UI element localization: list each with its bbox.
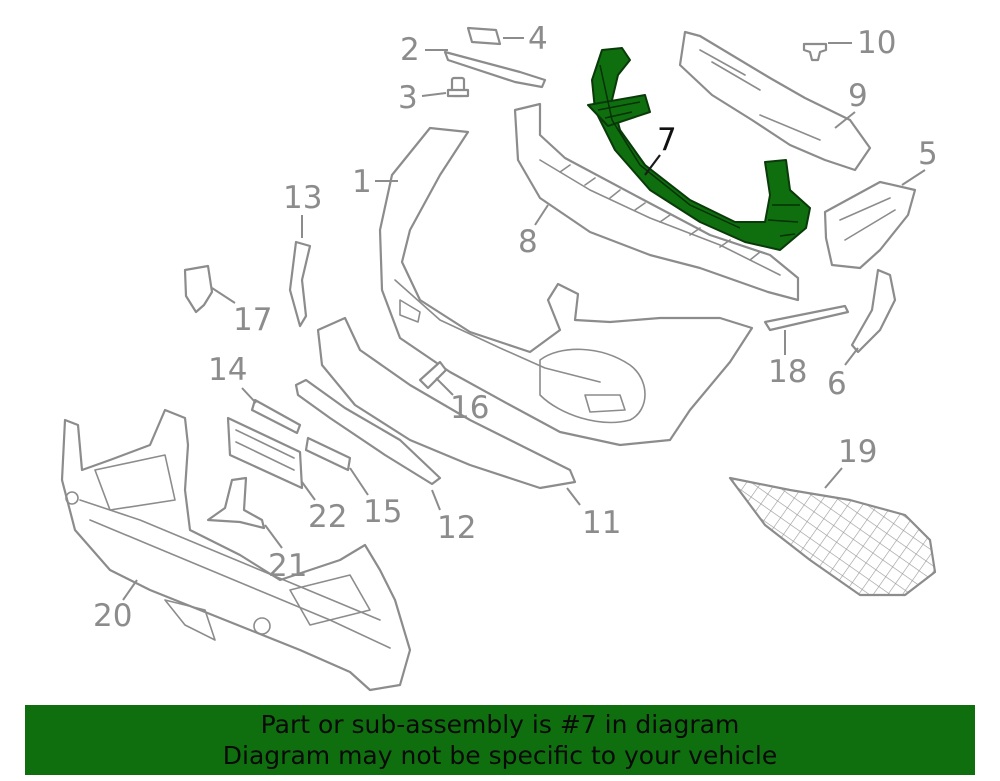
part-19-grille-mesh <box>728 476 937 597</box>
callout-3: 3 <box>398 80 447 116</box>
svg-text:14: 14 <box>208 352 247 388</box>
callout-16: 16 <box>435 377 489 426</box>
part-13-side-guide <box>288 240 312 328</box>
banner-line-disclaimer: Diagram may not be specific to your vehi… <box>222 741 778 770</box>
svg-text:3: 3 <box>398 80 418 116</box>
callout-7: 7 <box>644 122 677 176</box>
svg-text:16: 16 <box>450 390 489 426</box>
part-10-push-clip <box>802 42 828 62</box>
svg-text:4: 4 <box>528 21 548 57</box>
part-info-banner: Part or sub-assembly is #7 in diagram Di… <box>25 705 975 775</box>
part-3-screw <box>446 76 470 98</box>
svg-text:17: 17 <box>233 302 272 338</box>
part-1-bumper-cover <box>378 126 754 447</box>
callout-6: 6 <box>827 347 859 402</box>
svg-text:15: 15 <box>363 494 402 530</box>
part-12-lower-molding <box>294 378 442 486</box>
svg-text:11: 11 <box>582 505 621 541</box>
svg-text:13: 13 <box>283 180 322 216</box>
svg-text:21: 21 <box>268 548 307 584</box>
part-7-bumper-reinforcement-highlighted <box>587 47 811 251</box>
callout-10: 10 <box>828 25 896 61</box>
part-17-mount-bracket <box>183 264 214 314</box>
part-5-side-bracket <box>823 180 917 270</box>
part-16-retainer-clip <box>418 360 448 390</box>
part-22-license-plate-bracket <box>226 416 304 490</box>
svg-text:19: 19 <box>838 434 877 470</box>
part-21-mount-bracket <box>206 476 266 530</box>
svg-text:1: 1 <box>352 164 372 200</box>
svg-text:12: 12 <box>437 510 476 546</box>
part-2-bracket-strip <box>443 50 547 89</box>
svg-text:5: 5 <box>918 136 938 172</box>
exploded-parts-diagram: 1 2 3 4 5 6 <box>60 21 938 692</box>
part-6-side-strip <box>850 268 897 354</box>
callout-9: 9 <box>834 78 868 129</box>
callout-17: 17 <box>211 287 272 338</box>
svg-text:6: 6 <box>827 366 847 402</box>
svg-text:22: 22 <box>308 499 347 535</box>
callout-18: 18 <box>768 330 807 390</box>
callout-5: 5 <box>901 136 938 186</box>
part-11-lower-spoiler <box>316 316 577 490</box>
callout-21: 21 <box>264 524 307 584</box>
part-8-energy-absorber <box>513 102 800 302</box>
part-9-upper-support <box>678 30 872 172</box>
svg-text:10: 10 <box>857 25 896 61</box>
callout-8: 8 <box>518 204 549 260</box>
callout-22: 22 <box>301 481 347 535</box>
part-4-clip <box>466 26 502 46</box>
svg-text:7: 7 <box>657 122 677 158</box>
callout-4: 4 <box>503 21 548 57</box>
svg-text:8: 8 <box>518 224 538 260</box>
callout-19: 19 <box>824 434 877 489</box>
callout-11: 11 <box>566 487 621 541</box>
callout-1: 1 <box>352 164 398 200</box>
banner-line-part-number: Part or sub-assembly is #7 in diagram <box>260 710 740 739</box>
svg-text:2: 2 <box>400 32 420 68</box>
callout-20: 20 <box>93 579 138 634</box>
callout-2: 2 <box>400 32 448 68</box>
callout-13: 13 <box>283 180 322 238</box>
svg-text:9: 9 <box>848 78 868 114</box>
callout-15: 15 <box>349 467 402 530</box>
svg-text:20: 20 <box>93 598 132 634</box>
svg-text:18: 18 <box>768 354 807 390</box>
part-15-sensor-strip <box>304 436 352 472</box>
part-18-trim-strip <box>763 304 850 332</box>
callout-14: 14 <box>208 352 257 404</box>
part-14-trim-strip <box>250 398 302 435</box>
callout-12: 12 <box>431 489 476 546</box>
part-20-lower-carrier <box>60 408 412 692</box>
